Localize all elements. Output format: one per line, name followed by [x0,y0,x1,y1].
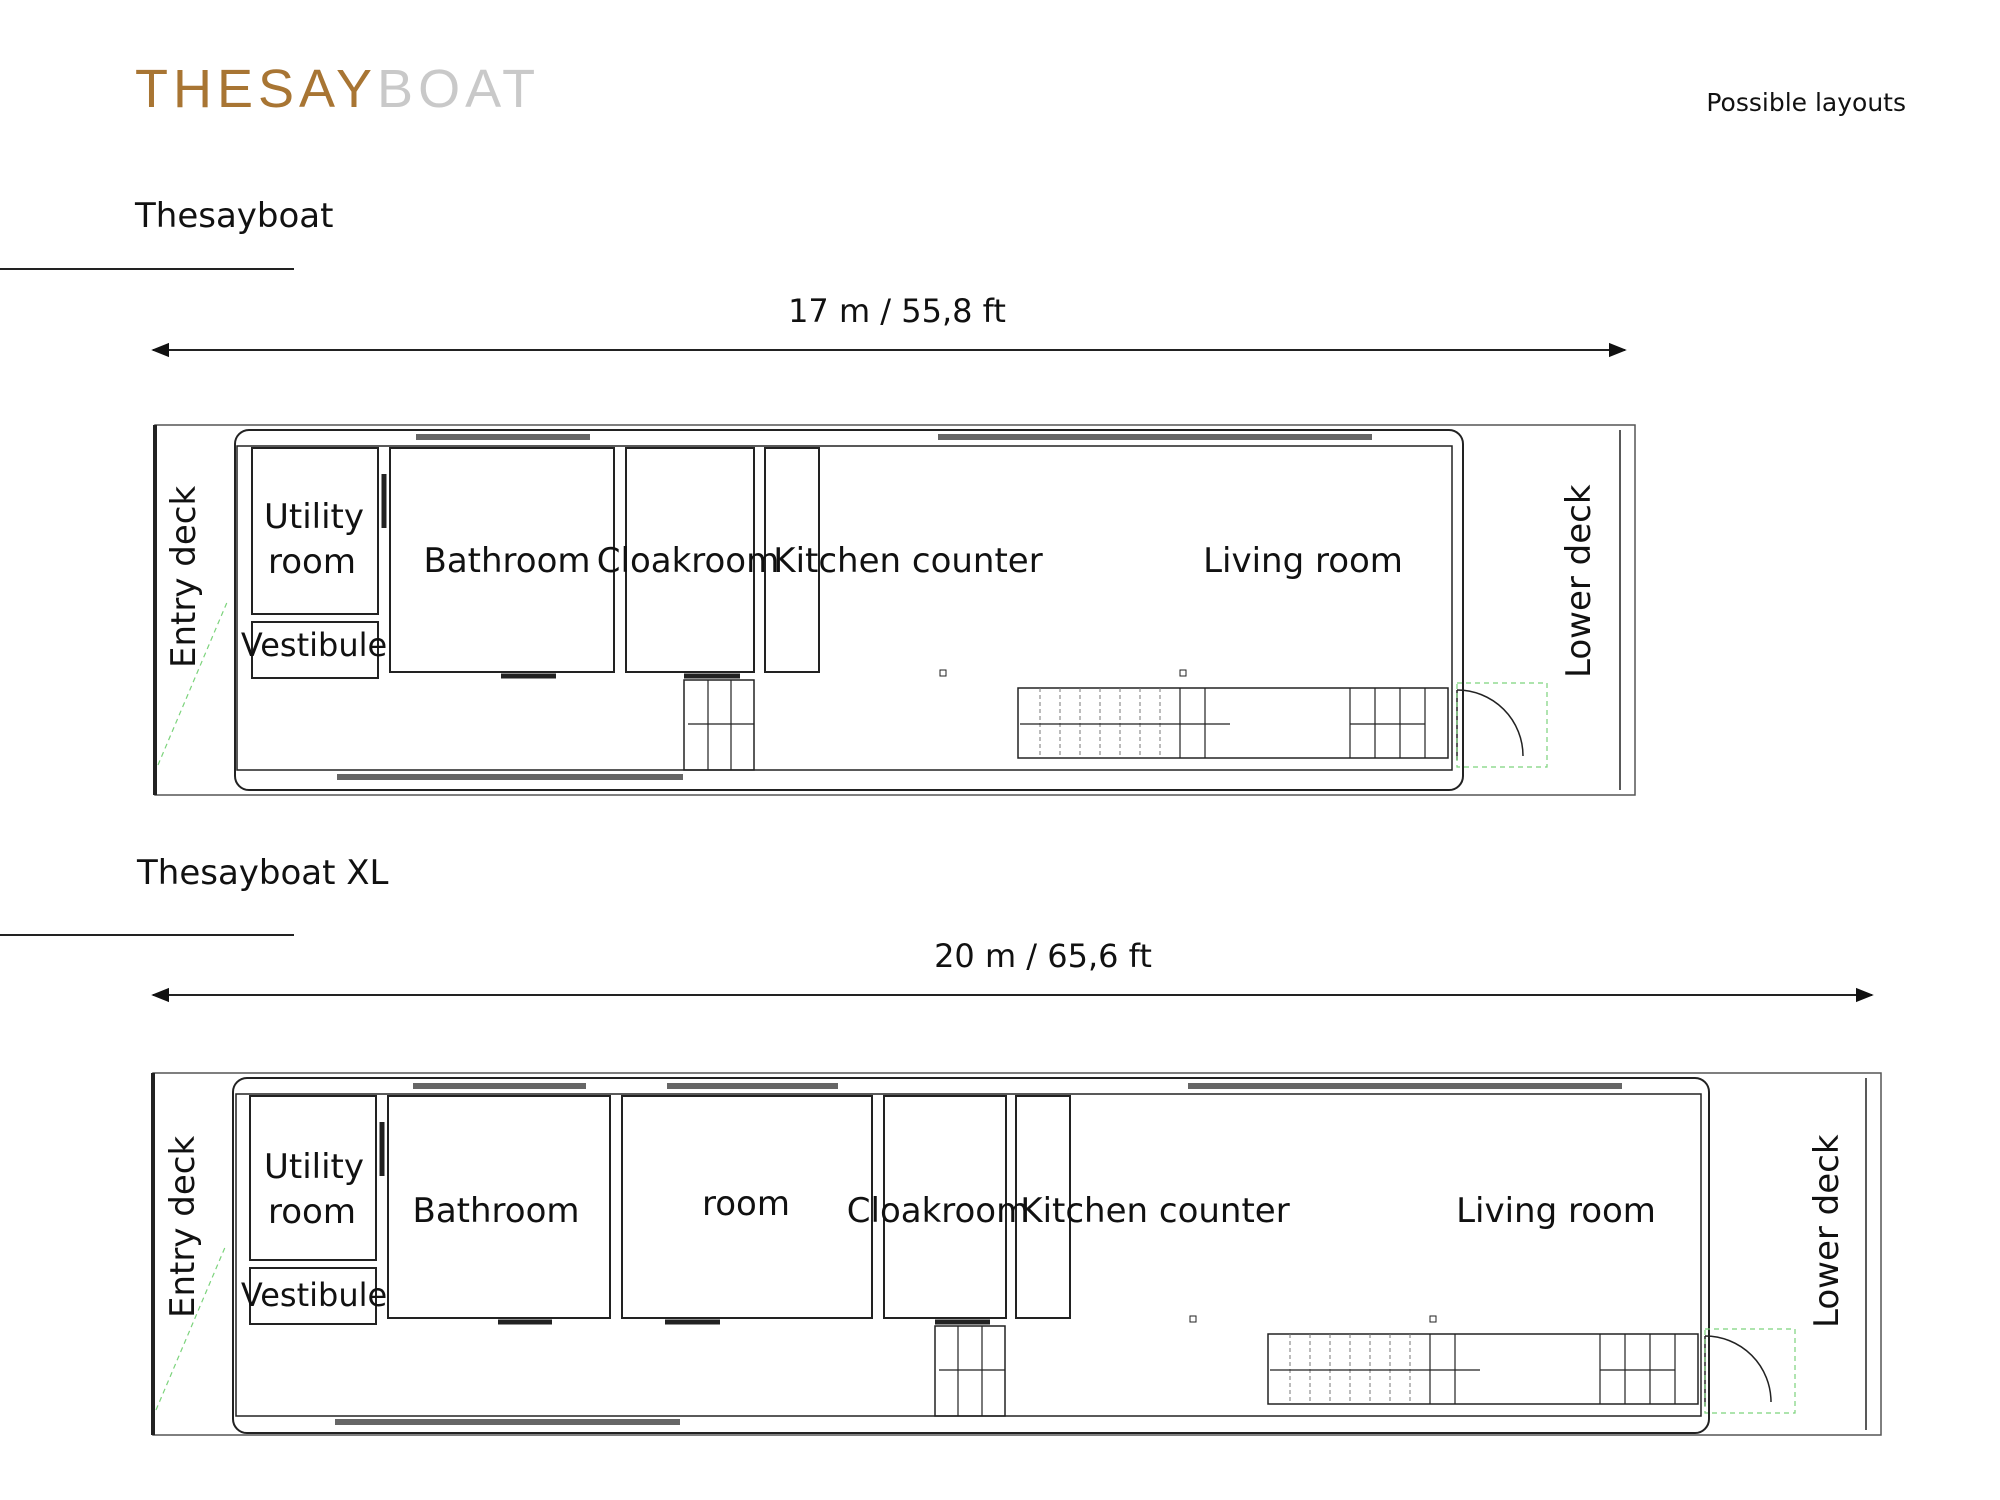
dimension-label-standard: 17 m / 55,8 ft [788,292,1006,330]
extra-room-wall-xl [621,1095,873,1319]
label-vestibule-standard: Vestibule [241,626,387,664]
hull-outer-xl [232,1077,1710,1434]
plan-standard-labels: Entry deck Utility room Vestibule Bathro… [164,292,1599,678]
label-utility-standard: Utility [264,497,364,537]
brand-logo-part2: BOAT [377,59,541,119]
entry-stairs [683,679,755,771]
label-utility-room-standard: room [268,542,356,582]
label-utility-room-xl: room [268,1192,356,1232]
label-living-room-xl: Living room [1456,1191,1656,1231]
label-extra-room-xl: room [702,1184,790,1224]
main-stairs-xl [1267,1333,1699,1405]
plan-title-standard: Thesayboat [135,196,334,236]
label-lower-deck-xl: Lower deck [1807,1134,1847,1328]
kitchen-counter-wall [764,447,820,673]
title-underline-standard [0,268,294,270]
main-stairs [1017,687,1449,759]
vestibule-wall-xl [249,1267,377,1325]
plan-standard [151,342,1636,796]
hull-inner-xl [235,1093,1702,1417]
possible-layouts-label: Possible layouts [1706,88,1906,117]
utility-room-wall-xl [249,1095,377,1261]
dimension-label-xl: 20 m / 65,6 ft [934,937,1152,975]
kitchen-counter-wall-xl [1015,1095,1071,1319]
plan-xl [151,987,1882,1436]
label-kitchen-counter-xl: Kitchen counter [1020,1191,1289,1231]
hull-outer-standard [234,429,1464,791]
label-cloakroom-standard: Cloakroom [597,541,779,581]
cloakroom-wall [625,447,755,673]
label-bathroom-standard: Bathroom [424,541,591,581]
entry-stairs-xl [934,1325,1006,1417]
label-living-room-standard: Living room [1203,541,1403,581]
hull-inner-standard [236,445,1453,771]
label-vestibule-xl: Vestibule [241,1276,387,1314]
title-underline-xl [0,934,294,936]
bathroom-wall-xl [387,1095,611,1319]
plan-title-xl: Thesayboat XL [137,853,389,893]
label-cloakroom-xl: Cloakroom [847,1191,1029,1231]
brand-logo-part1: THESAY [135,59,378,119]
cloakroom-wall-xl [883,1095,1007,1319]
utility-room-wall [251,447,379,615]
label-utility-xl: Utility [264,1147,364,1187]
label-bathroom-xl: Bathroom [413,1191,580,1231]
label-entry-deck-standard: Entry deck [164,486,204,668]
label-kitchen-counter-standard: Kitchen counter [773,541,1042,581]
brand-logo: THESAYBOAT [135,62,540,116]
plan-xl-labels: Entry deck Utility room Vestibule Bathro… [163,937,1847,1328]
label-entry-deck-xl: Entry deck [163,1136,203,1318]
vestibule-wall [251,621,379,679]
bathroom-wall [389,447,615,673]
label-lower-deck-standard: Lower deck [1559,484,1599,678]
